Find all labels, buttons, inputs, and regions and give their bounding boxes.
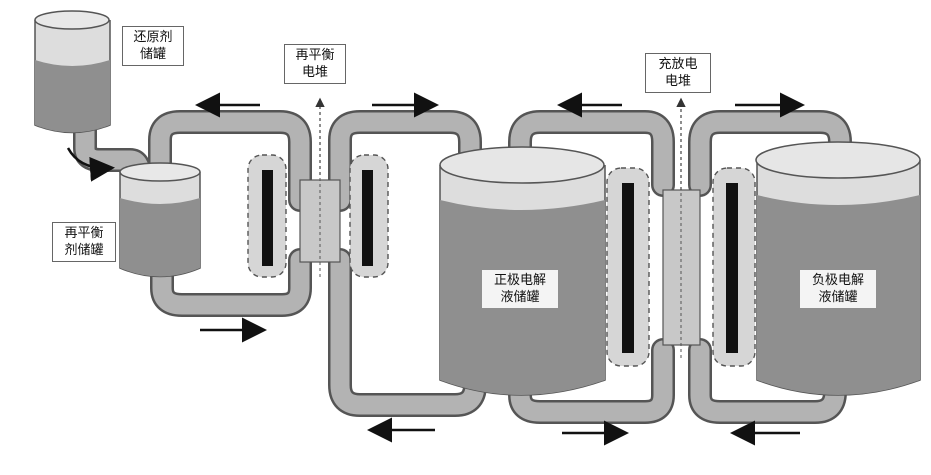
label-line: 再平衡 <box>57 225 111 242</box>
label-positive-tank: 正极电解 液储罐 <box>482 270 558 308</box>
negative-electrolyte-tank <box>756 142 920 395</box>
rebalance-storage-tank <box>120 163 200 277</box>
label-charge-stack: 充放电 电堆 <box>645 53 711 93</box>
reductant-storage-tank <box>35 11 110 133</box>
label-rebalance-stack: 再平衡 电堆 <box>284 44 346 84</box>
label-line: 电堆 <box>650 73 706 90</box>
label-line: 负极电解 <box>804 272 872 289</box>
label-line: 液储罐 <box>486 289 554 306</box>
label-line: 正极电解 <box>486 272 554 289</box>
label-line: 充放电 <box>650 56 706 73</box>
label-line: 电堆 <box>289 64 341 81</box>
label-negative-tank: 负极电解 液储罐 <box>800 270 876 308</box>
label-line: 剂储罐 <box>57 242 111 259</box>
label-reductant-tank: 还原剂 储罐 <box>122 26 184 66</box>
label-line: 还原剂 <box>127 29 179 46</box>
label-line: 再平衡 <box>289 47 341 64</box>
charge-discharge-stack <box>607 168 755 366</box>
label-rebalance-tank: 再平衡 剂储罐 <box>52 222 116 262</box>
rebalance-stack <box>248 155 388 280</box>
label-line: 储罐 <box>127 46 179 63</box>
label-line: 液储罐 <box>804 289 872 306</box>
